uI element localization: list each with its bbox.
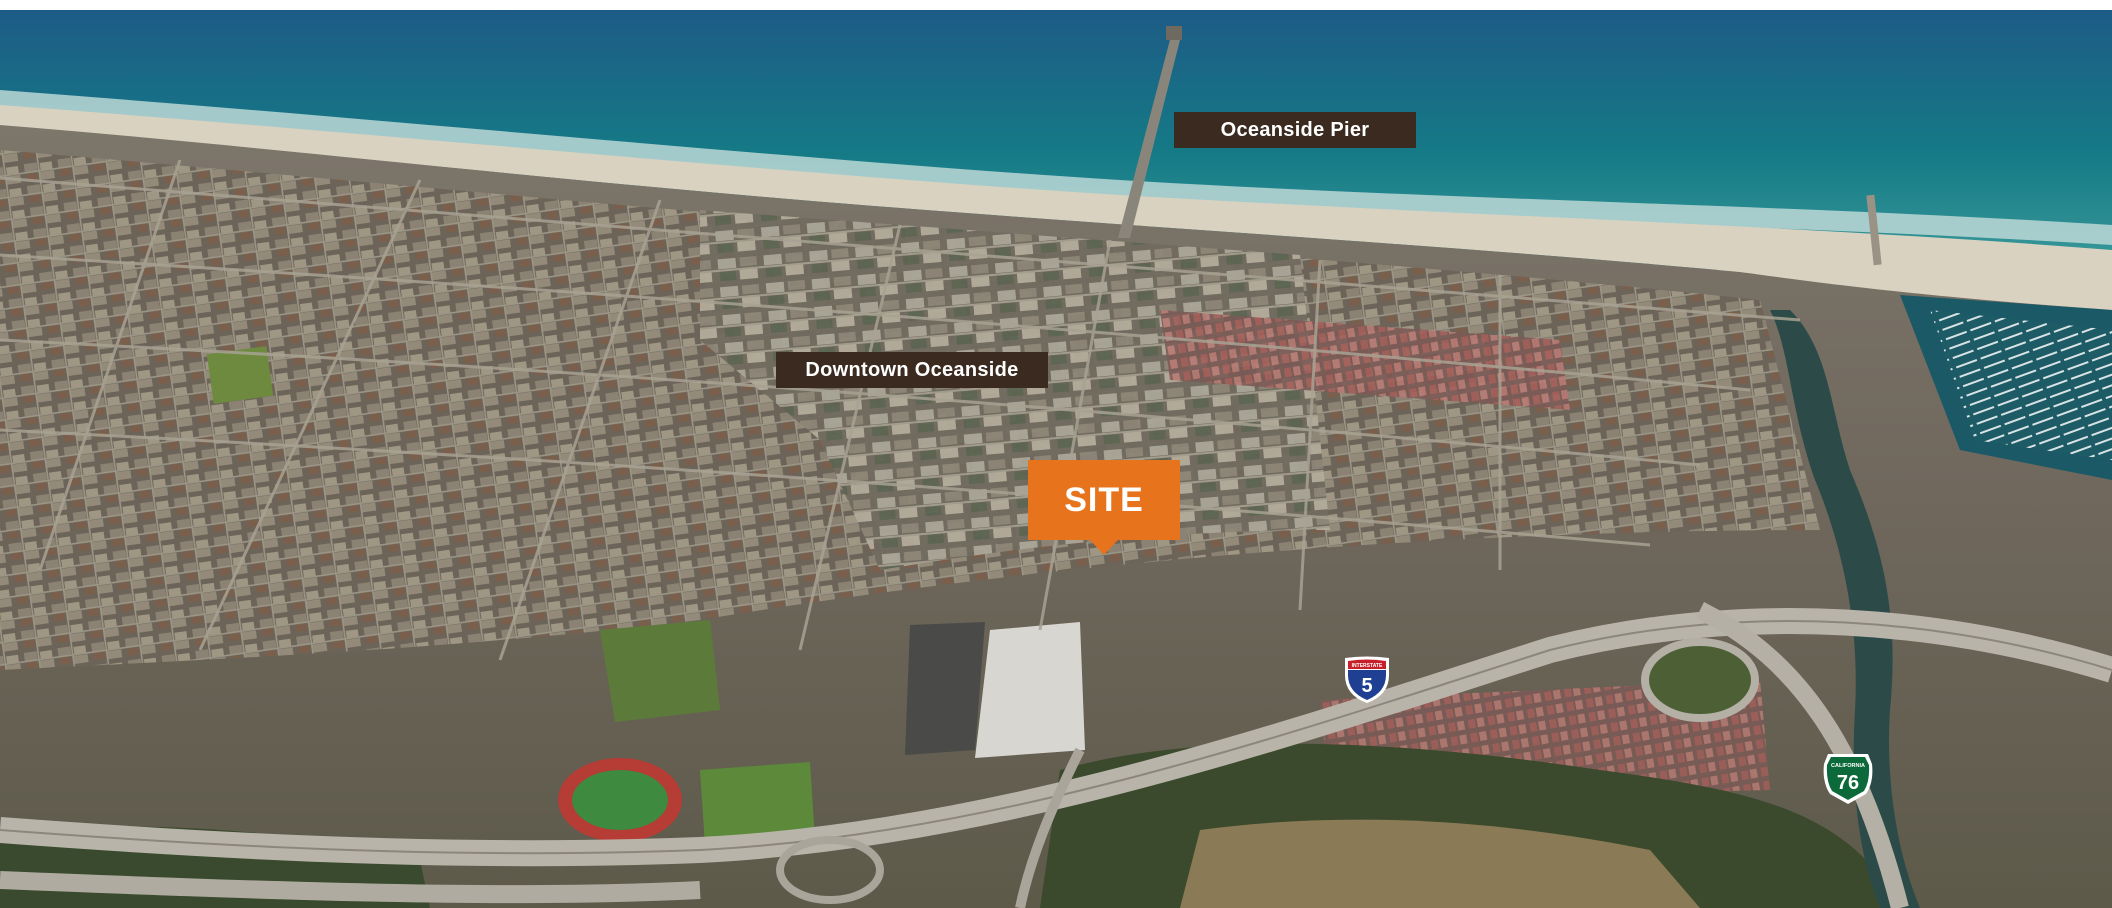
aerial-imagery: [0, 10, 2112, 908]
interstate-shield-number: 5: [1361, 675, 1372, 697]
downtown-oceanside-label: Downtown Oceanside: [776, 352, 1048, 388]
state-shield-number: 76: [1837, 772, 1859, 794]
state-shield-top-text: CALIFORNIA: [1831, 763, 1865, 769]
site-marker[interactable]: SITE: [1028, 460, 1180, 555]
california-76-shield-icon: CALIFORNIA 76: [1823, 754, 1873, 804]
interstate-5-shield-icon: INTERSTATE 5: [1345, 656, 1389, 703]
interstate-shield-top-text: INTERSTATE: [1352, 663, 1383, 669]
aerial-map[interactable]: Oceanside Pier Downtown Oceanside SITE I…: [0, 10, 2112, 908]
oceanside-pier-label: Oceanside Pier: [1174, 112, 1416, 148]
